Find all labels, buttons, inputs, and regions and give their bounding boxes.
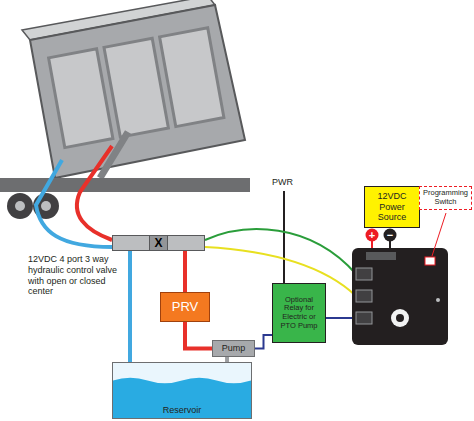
logo	[391, 309, 409, 327]
connector	[356, 268, 372, 280]
reservoir-tank: Reservoir	[112, 362, 252, 419]
node-text: 12VDC Power Source	[368, 191, 416, 222]
negative-terminal	[384, 229, 397, 242]
valve-wire	[205, 229, 356, 274]
leader-line	[432, 213, 446, 256]
pressure-pipe	[183, 251, 187, 292]
connector	[356, 290, 372, 302]
terminal-sign: +	[366, 228, 378, 242]
switch-symbol	[425, 257, 435, 265]
wheel	[7, 193, 33, 219]
power-wire	[283, 191, 285, 284]
logo-center	[396, 314, 404, 322]
terminal-sign: −	[384, 228, 396, 242]
pump-box: Pump	[212, 340, 255, 357]
positive-terminal	[366, 229, 379, 242]
relay-wire	[255, 335, 272, 349]
body-panel	[160, 28, 224, 127]
return-hose	[36, 160, 112, 247]
node-text: Reservoir	[116, 405, 248, 415]
body-panel	[104, 38, 168, 137]
return-pipe	[128, 251, 132, 362]
controller-housing	[352, 248, 448, 345]
node-text: Programming Switch	[422, 189, 469, 206]
node-text: X	[149, 236, 167, 250]
signal-name: PWR	[272, 177, 298, 188]
valve-description: 12VDC 4 port 3 way hydraulic control val…	[28, 254, 120, 297]
terminal-block	[366, 252, 396, 260]
wheel-hub	[15, 201, 25, 211]
node-text: PRV	[164, 300, 206, 315]
callout-box: Programming Switch	[419, 186, 472, 210]
node-text: Pump	[214, 343, 253, 353]
body-panel	[49, 49, 113, 148]
relay-box: Optional Relay for Electric or PTO Pump	[272, 283, 326, 343]
connector	[356, 312, 372, 324]
water-surface	[113, 378, 251, 418]
prv-box: PRV	[160, 292, 210, 322]
power-source-box: 12VDC Power Source	[364, 186, 420, 228]
wheel-hub	[41, 201, 51, 211]
node-text: Optional Relay for Electric or PTO Pump	[276, 296, 322, 331]
trailer-bed	[0, 178, 250, 192]
control-valve: X	[112, 235, 205, 251]
dump-body-side	[30, 5, 245, 178]
pressure-hose	[77, 146, 112, 240]
pressure-pipe	[185, 322, 212, 349]
relay-wire	[324, 317, 356, 319]
indicator-led	[436, 298, 440, 302]
